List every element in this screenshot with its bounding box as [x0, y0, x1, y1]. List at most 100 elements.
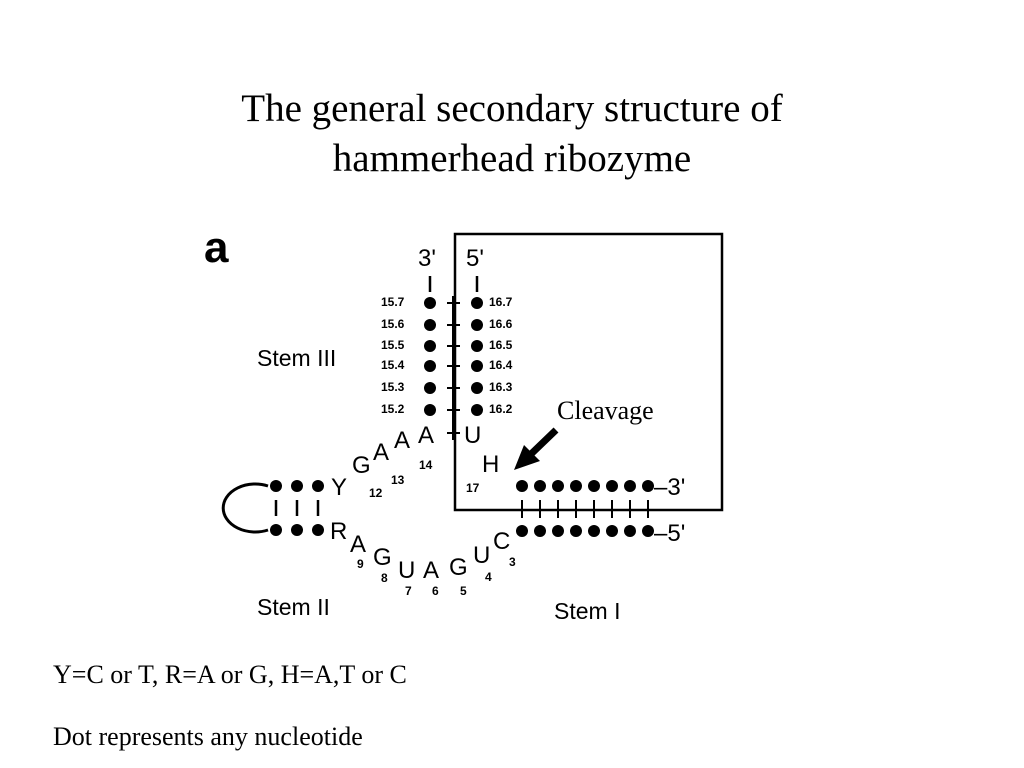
stem3-5prime-end: 5' [466, 245, 484, 272]
legend-note-dots: Dot represents any nucleotide [53, 722, 363, 751]
base-A15-1: A [418, 422, 434, 449]
stem1-label: Stem I [554, 598, 620, 624]
nucleotide-dot [552, 525, 564, 537]
nucleotide-dot [471, 404, 483, 416]
stem3-left-number: 15.4 [381, 358, 405, 372]
stem2-base-pairs [274, 500, 320, 516]
base-A6: A [423, 557, 439, 584]
number-13: 13 [391, 473, 405, 487]
stem3-left-numbers: 15.7 15.6 15.5 15.4 15.3 15.2 [381, 295, 405, 416]
nucleotide-dot [588, 525, 600, 537]
stem3-right-number: 16.3 [489, 380, 513, 394]
base-R: R [330, 518, 347, 545]
base-A9: A [350, 531, 366, 558]
nucleotide-dot [552, 480, 564, 492]
nucleotide-dot [471, 360, 483, 372]
stem3-left-number: 15.5 [381, 338, 405, 352]
cleavage-arrow [514, 427, 559, 470]
base-G8: G [373, 544, 392, 571]
number-6: 6 [432, 584, 439, 598]
stem2-loop [221, 482, 269, 534]
number-12: 12 [369, 486, 383, 500]
nucleotide-dot [534, 525, 546, 537]
stem3-right-number: 16.7 [489, 295, 513, 309]
nucleotide-dot [424, 319, 436, 331]
stem3-right-number: 16.6 [489, 317, 513, 331]
cleavage-arrow-head [514, 445, 540, 470]
base-G5: G [449, 554, 468, 581]
nucleotide-dot [606, 525, 618, 537]
nucleotide-dot [588, 480, 600, 492]
base-Y: Y [331, 474, 347, 501]
nucleotide-dot [624, 480, 636, 492]
nucleotide-dot [642, 525, 654, 537]
stem3-label: Stem III [257, 345, 336, 371]
nucleotide-dot [516, 525, 528, 537]
stem1-5prime-end: –5' [654, 520, 685, 547]
nucleotide-dot [424, 382, 436, 394]
stem2-bottom-strand [270, 524, 324, 536]
stem1-top-strand [516, 480, 654, 492]
slide-title: The general secondary structure of hamme… [0, 84, 1024, 184]
number-5: 5 [460, 584, 467, 598]
base-U4: U [473, 542, 490, 569]
nucleotide-dot [270, 480, 282, 492]
base-A13: A [373, 439, 389, 466]
nucleotide-dot [624, 525, 636, 537]
stem3-left-number: 15.3 [381, 380, 405, 394]
stem1-bottom-strand [516, 525, 654, 537]
base-G12: G [352, 452, 371, 479]
nucleotide-dot [516, 480, 528, 492]
number-3: 3 [509, 555, 516, 569]
number-7: 7 [405, 584, 412, 598]
number-4: 4 [485, 570, 492, 584]
stem1-3prime-end: –3' [654, 474, 685, 501]
nucleotide-dot [291, 524, 303, 536]
nucleotide-dot [534, 480, 546, 492]
stem3-base-pairs [447, 296, 460, 440]
stem2-top-strand [270, 480, 324, 492]
stem3-nucleotides [424, 297, 483, 416]
nucleotide-dot [471, 382, 483, 394]
nucleotide-dot [424, 360, 436, 372]
cleavage-arrow-shaft [527, 427, 559, 458]
number-14: 14 [419, 458, 433, 472]
nucleotide-dot [312, 524, 324, 536]
number-8: 8 [381, 571, 388, 585]
title-line-2: hammerhead ribozyme [332, 137, 692, 180]
base-U16-1: U [464, 422, 481, 449]
nucleotide-dot [424, 297, 436, 309]
stem1-base-pairs [521, 500, 649, 518]
cleavage-box [453, 232, 724, 512]
nucleotide-dot [471, 297, 483, 309]
panel-label: a [204, 223, 229, 272]
cleavage-label: Cleavage [557, 396, 654, 425]
stem3-right-number: 16.4 [489, 358, 513, 372]
nucleotide-dot [606, 480, 618, 492]
nucleotide-dot [424, 404, 436, 416]
nucleotide-dot [471, 340, 483, 352]
stem2-label: Stem II [257, 594, 330, 620]
nucleotide-dot [471, 319, 483, 331]
legend-note-codes: Y=C or T, R=A or G, H=A,T or C [53, 660, 407, 689]
nucleotide-dot [570, 525, 582, 537]
base-A14: A [394, 427, 410, 454]
stem3-right-number: 16.5 [489, 338, 513, 352]
base-C3: C [493, 528, 510, 555]
number-9: 9 [357, 557, 364, 571]
stem3-right-numbers: 16.7 16.6 16.5 16.4 16.3 16.2 [489, 295, 513, 416]
title-line-1: The general secondary structure of [241, 87, 783, 130]
nucleotide-dot [270, 524, 282, 536]
number-17: 17 [466, 481, 480, 495]
nucleotide-dot [291, 480, 303, 492]
stem3-left-number: 15.6 [381, 317, 405, 331]
nucleotide-dot [570, 480, 582, 492]
nucleotide-dot [424, 340, 436, 352]
stem3-left-number: 15.7 [381, 295, 405, 309]
nucleotide-dot [642, 480, 654, 492]
stem3-3prime-end: 3' [418, 245, 436, 272]
base-U7: U [398, 557, 415, 584]
stem3-right-number: 16.2 [489, 402, 513, 416]
base-H17: H [482, 451, 499, 478]
